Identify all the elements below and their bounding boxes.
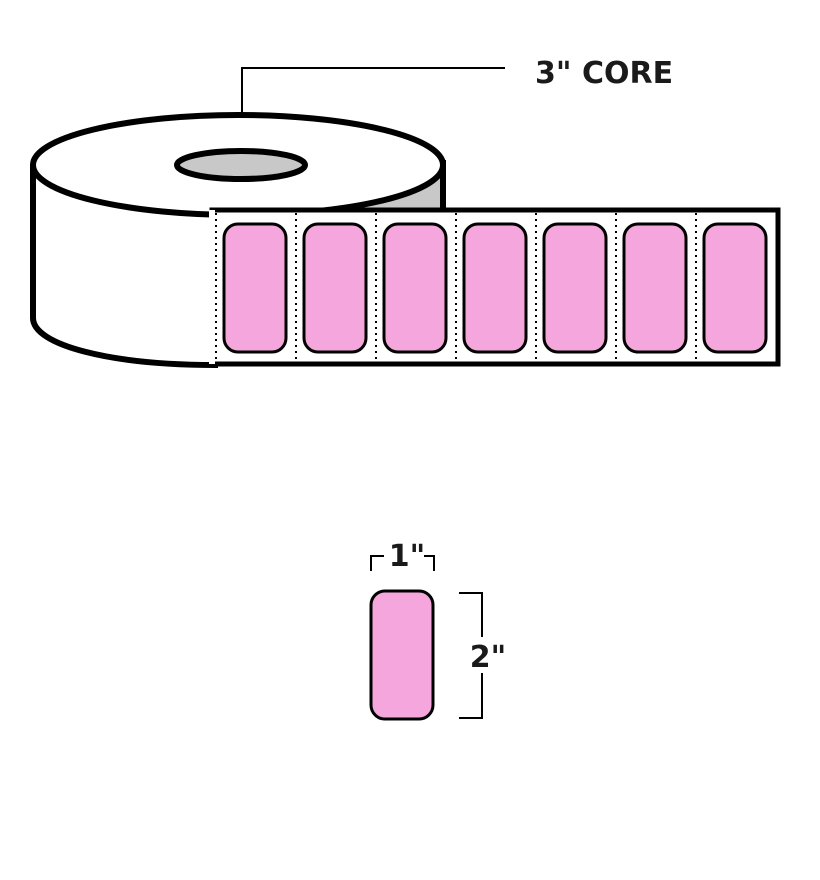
core-callout-text: 3" CORE [535,56,673,91]
label-roll [30,112,781,369]
core-hole [174,148,308,182]
roll-label [702,222,768,354]
roll-inner-shadow [330,165,443,210]
width-dimension: 1" [389,539,426,574]
single-label [369,589,435,721]
roll-label [542,222,608,354]
roll-label [222,222,288,354]
label-detail: 1" 2" [369,539,507,721]
roll-label [462,222,528,354]
roll-label [302,222,368,354]
roll-label [622,222,688,354]
height-dimension: 2" [470,640,507,675]
roll-label [382,222,448,354]
perforation-lines [215,213,697,361]
roll-labels [222,222,768,354]
